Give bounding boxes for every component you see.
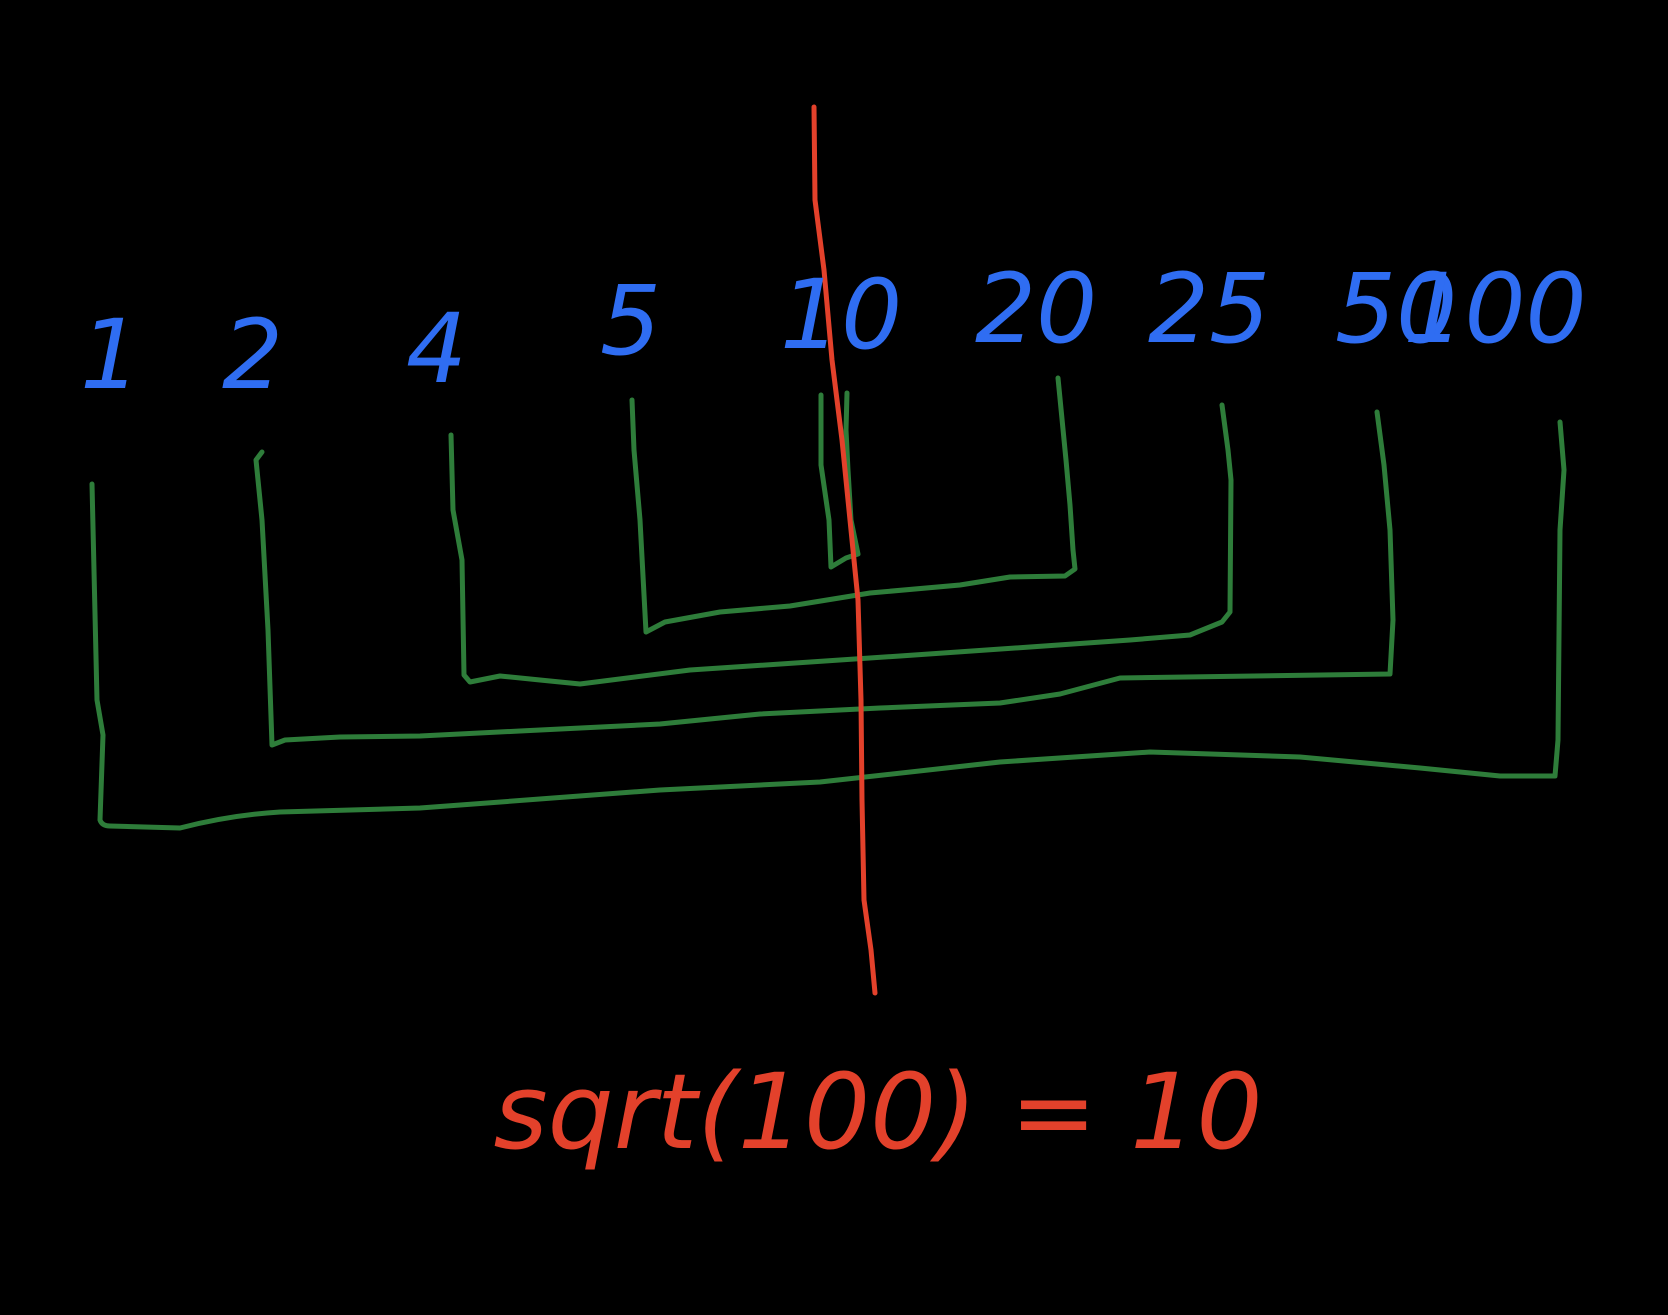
divisor-10: 10 — [780, 259, 902, 371]
divisor-50: 50 — [1335, 253, 1457, 365]
divisor-row: 1 2 4 5 10 20 25 50 100 — [80, 253, 1587, 411]
sqrt-annotation: sqrt(100) = 10 — [494, 1051, 1263, 1173]
divisor-2: 2 — [222, 299, 283, 411]
divisor-100: 100 — [1403, 253, 1586, 365]
divisor-4: 4 — [406, 293, 467, 405]
sqrt-divider-line — [811, 104, 878, 996]
bracket-2-50 — [253, 409, 1396, 748]
divisor-25: 25 — [1148, 253, 1270, 365]
divisor-20: 20 — [975, 253, 1097, 365]
divisor-1: 1 — [80, 299, 141, 411]
bracket-4-25 — [448, 402, 1234, 687]
divisor-5: 5 — [600, 265, 661, 377]
pair-brackets — [89, 375, 1567, 831]
bracket-1-100 — [89, 419, 1567, 831]
bracket-5-20 — [629, 375, 1078, 635]
